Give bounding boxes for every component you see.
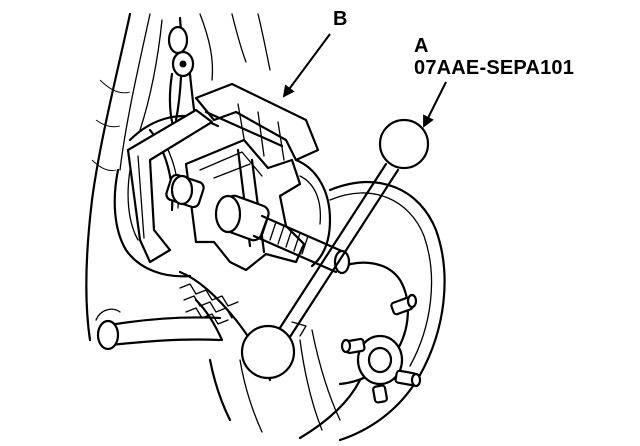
lower-handle-knob [240, 324, 296, 380]
wheel-stud [340, 337, 366, 355]
upper-handle-knob [378, 118, 430, 170]
wheel-stud [372, 384, 388, 404]
tool-b-frame [126, 82, 320, 264]
wheel-stud [390, 293, 418, 316]
sensor-clip [167, 25, 198, 137]
callout-arrows [282, 33, 447, 128]
screw-assembly [165, 173, 351, 275]
tool-handle [240, 118, 430, 380]
arrow-a [423, 81, 447, 128]
tool-part-number: 07AAE-SEPA101 [414, 57, 575, 79]
lower-suspension [95, 270, 272, 433]
wheel-stud [394, 369, 422, 388]
callout-label-a: A [414, 35, 429, 57]
callout-label-b: B [333, 8, 348, 30]
brake-disc [298, 181, 446, 442]
arrow-b [282, 33, 331, 98]
